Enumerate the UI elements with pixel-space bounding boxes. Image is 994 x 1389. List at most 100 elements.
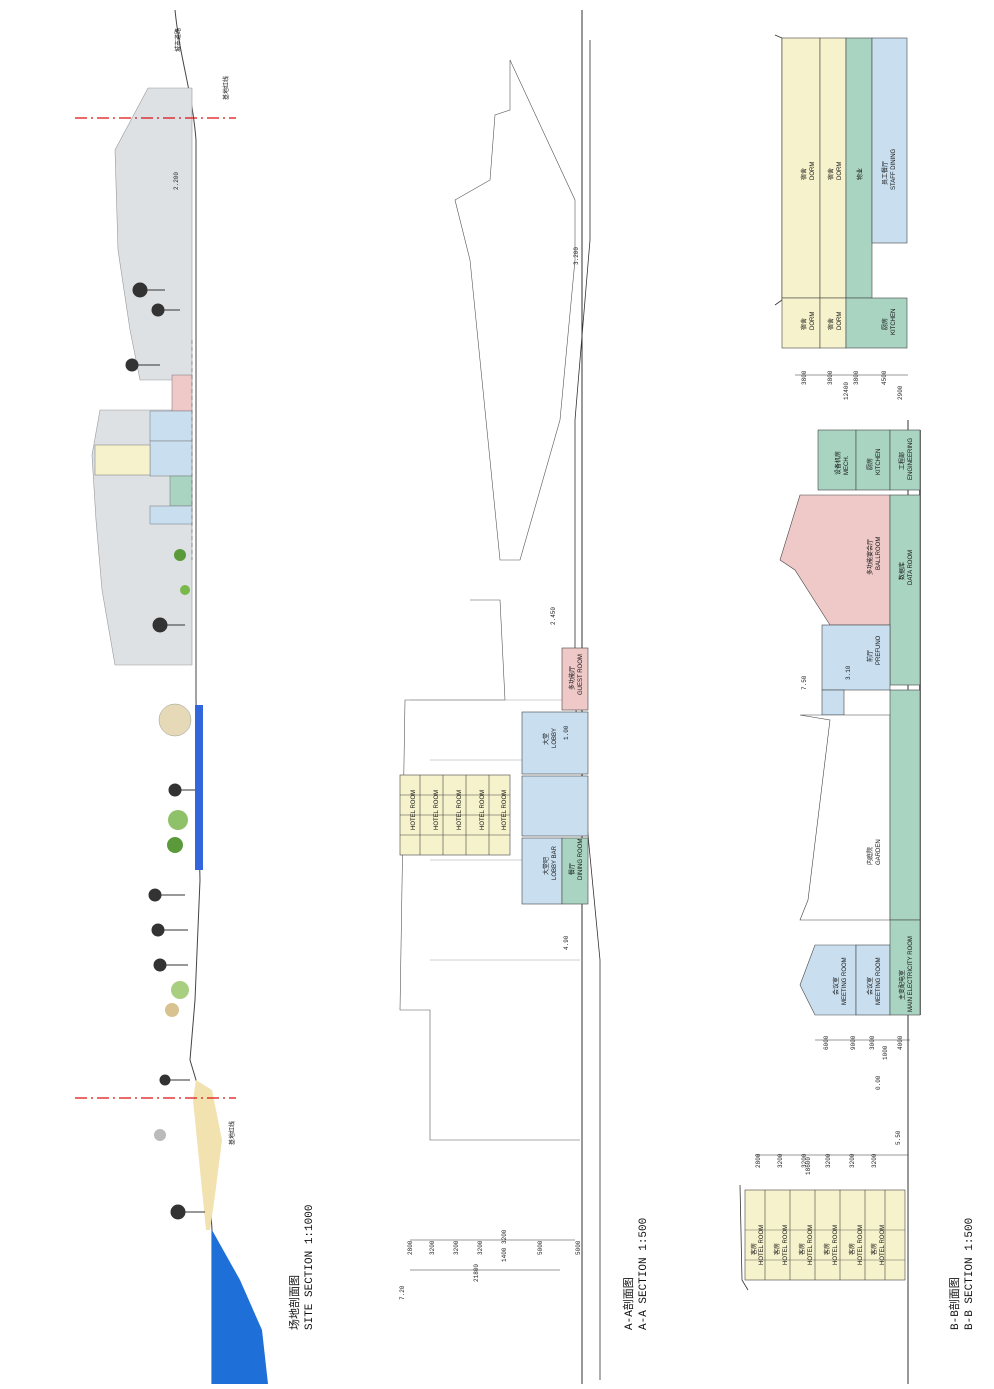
aa-room-labels: 多功能厅 GUEST ROOM 大堂 LOBBY 大堂吧 LOBBY BAR 餐…	[411, 654, 584, 880]
staff-room-label: 宿舍	[827, 318, 835, 330]
bb-room-label: 会议室	[866, 977, 874, 995]
aa-room-label: 餐厅	[568, 863, 576, 875]
site-trees	[125, 282, 205, 1220]
bb-room-engineering	[889, 429, 921, 491]
site-level-label: 2.200	[173, 172, 180, 190]
site-beach-sand	[193, 1080, 222, 1230]
bb-level: 0.00	[875, 1075, 882, 1090]
aa-dim-total: 21800	[473, 1264, 480, 1282]
palm-icon	[151, 303, 180, 317]
staff-dim: 3800	[827, 370, 834, 385]
staff-room-label: DORM	[810, 312, 816, 330]
staff-dim: 3800	[853, 370, 860, 385]
site-room-blue-2	[149, 440, 193, 477]
bb-room-label: BALLROOM	[876, 537, 882, 570]
bb-room-label: 工程部	[898, 452, 906, 470]
bb-dim: 3200	[849, 1153, 856, 1168]
palm-icon	[125, 358, 160, 372]
site-hotel-rooms	[94, 444, 151, 476]
staff-dim-extra: 2900	[897, 385, 904, 400]
bb-room-electrical	[889, 919, 921, 1016]
palm-icon	[159, 1074, 190, 1086]
bb-room-kitchen	[855, 429, 891, 491]
bb-hotel-label: HOTEL ROOM	[880, 1225, 886, 1265]
bb-room-mech	[817, 429, 857, 491]
bb-dim: 3200	[801, 1153, 808, 1168]
aa-level: 4.90	[563, 935, 570, 950]
bb-room-label: DATA ROOM	[908, 550, 914, 585]
aa-dimensions: 2800 3200 3200 3200 1400 3200 5000 5000 …	[399, 247, 582, 1300]
site-section: 城市道路 基地红线 基地红线 2.200 场地剖面图 SITE SECTION …	[75, 9, 316, 1384]
aa-dim: 3200	[453, 1240, 460, 1255]
aa-dim: 2800	[407, 1240, 414, 1255]
palm-icon	[132, 282, 165, 298]
aa-level: 3.200	[573, 247, 580, 265]
bb-dim: 4000	[897, 1035, 904, 1050]
bb-room-label: 会议室	[832, 977, 840, 995]
aa-room-label: LOBBY BAR	[552, 845, 558, 880]
aa-room-blue-3	[521, 837, 563, 905]
bb-hotel-block	[744, 1189, 906, 1281]
bb-room-label: MAIN ELECTRICITY ROOM	[908, 936, 914, 1012]
aa-room-label: GUEST ROOM	[578, 654, 584, 695]
aa-room-label: HOTEL ROOM	[411, 790, 417, 830]
bb-dimensions: 6000 9000 4000 3000 1000 2800 3200 3200 …	[755, 665, 910, 1175]
bb-room-meeting-2	[855, 944, 891, 1016]
aa-room-label: HOTEL ROOM	[457, 790, 463, 830]
site-road-label: 城市道路	[174, 28, 182, 52]
site-room-blue-1	[149, 410, 193, 442]
bb-room-label: 设备机房	[834, 451, 842, 475]
staff-room-label: 物业	[856, 168, 864, 180]
site-building-mass-upper	[114, 87, 193, 381]
aa-level: 1.00	[563, 725, 570, 740]
palm-icon	[170, 1204, 205, 1220]
bb-room-label: MEETING ROOM	[842, 957, 848, 1005]
palm-icon	[152, 617, 185, 633]
palm-icon	[148, 888, 185, 902]
tree-icon	[171, 981, 189, 999]
staff-room-label: DORM	[837, 162, 843, 180]
bb-hotel-label: HOTEL ROOM	[783, 1225, 789, 1265]
bb-dim-total: 18600	[805, 1157, 812, 1175]
staff-room-kitchen	[845, 297, 908, 349]
bb-dim: 9000	[850, 1035, 857, 1050]
bb-room-label: 厨房	[866, 458, 874, 470]
bb-room-labels: 设备机房 MECH. 厨房 KITCHEN 工程部 ENGINEERING 多功…	[832, 438, 914, 1012]
bb-dim: 3200	[871, 1153, 878, 1168]
staff-room-label: 宿舍	[827, 168, 835, 180]
bb-hotel-label: 客房	[773, 1243, 781, 1255]
bb-room-label: MEETING ROOM	[876, 957, 882, 1005]
bb-hotel-label: 客房	[798, 1243, 806, 1255]
aa-room-label: HOTEL ROOM	[480, 790, 486, 830]
staff-room-label: DORM	[837, 312, 843, 330]
staff-room-dorm-1	[781, 37, 821, 299]
site-room-pink	[171, 374, 193, 412]
bb-room-small-blue	[821, 689, 845, 716]
bb-room-label: 数据库	[898, 562, 906, 580]
bb-level: 7.50	[801, 675, 808, 690]
bb-room-meeting-1	[799, 944, 857, 1016]
bb-hotel-label: HOTEL ROOM	[858, 1225, 864, 1265]
bb-title-en: B-B SECTION 1:500	[964, 1218, 976, 1330]
site-ground-line	[174, 9, 213, 1384]
bb-room-green-strip	[889, 689, 921, 921]
staff-room-label: KITCHEN	[891, 309, 897, 335]
aa-background-mass	[454, 59, 576, 561]
staff-room-label: 宿舍	[800, 318, 808, 330]
site-vegetation	[154, 549, 192, 1141]
bb-dim: 6000	[823, 1035, 830, 1050]
tree-icon	[174, 549, 186, 561]
site-sea	[212, 1230, 268, 1384]
site-room-blue-3	[149, 505, 193, 525]
staff-room-label: 员工餐厅	[881, 161, 889, 185]
aa-level: 7.20	[399, 1285, 406, 1300]
bb-room-label: GARDEN	[876, 839, 882, 865]
staff-room-label: 厨房	[881, 318, 889, 330]
staff-room-label: 宿舍	[800, 168, 808, 180]
aa-room-label: 大堂吧	[542, 857, 550, 875]
aa-room-label: LOBBY	[552, 728, 558, 748]
aa-room-green	[561, 837, 589, 905]
aa-title-cn: A-A剖面图	[621, 1277, 636, 1330]
tree-icon	[154, 1129, 166, 1141]
bb-room-label: 内庭院	[866, 847, 874, 865]
